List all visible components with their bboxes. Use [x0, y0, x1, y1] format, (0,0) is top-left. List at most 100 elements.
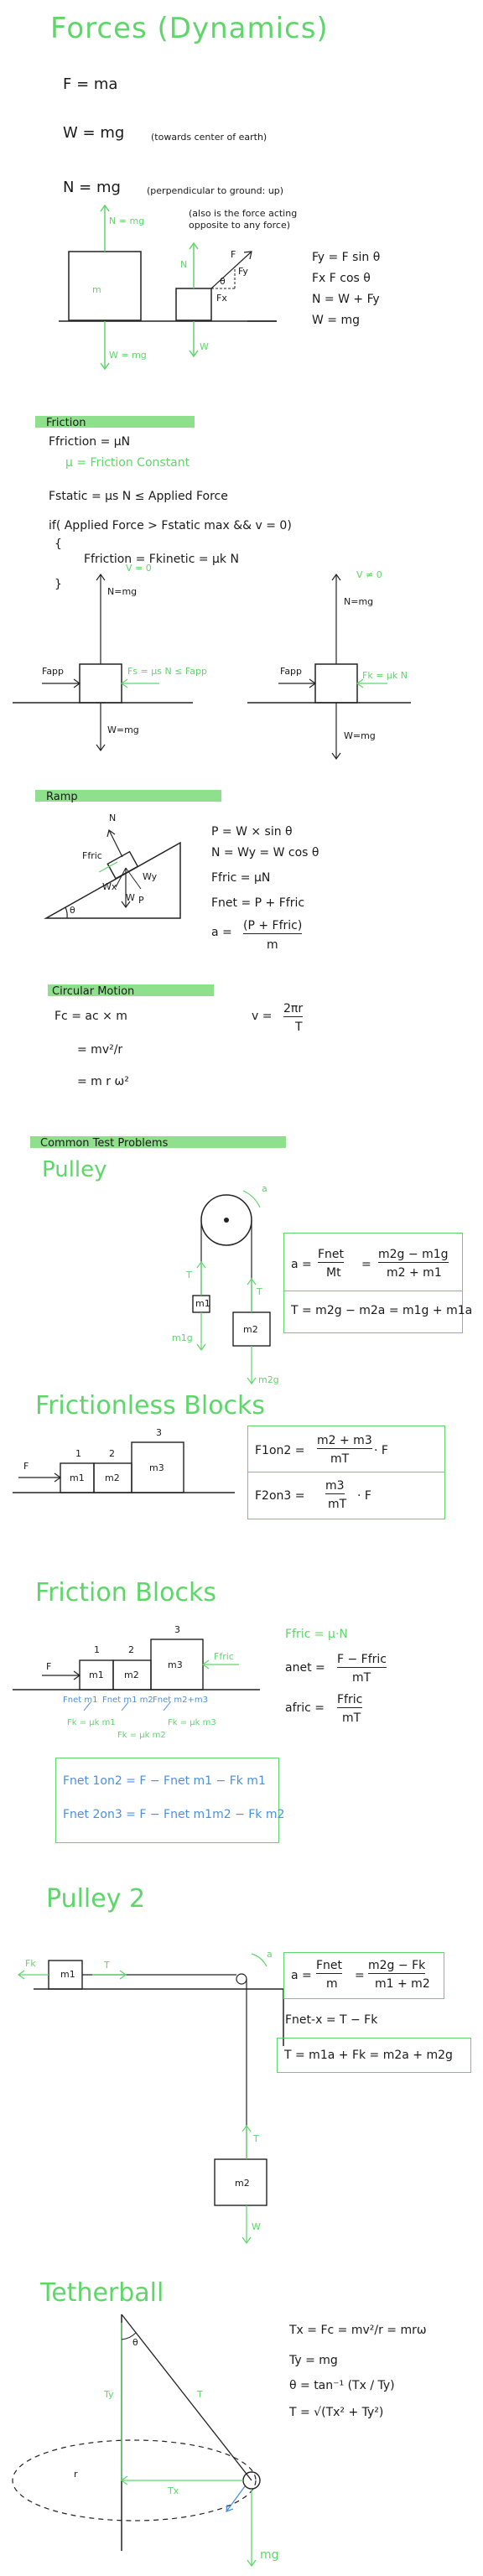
fl-eq1-lhs: F1on2 = — [255, 1444, 305, 1457]
fa-fs: Fs = μs N ≤ Fapp — [127, 666, 207, 677]
fb2-eqC-den: mT — [342, 1711, 361, 1725]
friction-line-3: Fstatic = μs N ≤ Applied Force — [49, 490, 228, 503]
p2-a: a — [267, 1949, 273, 1960]
ramp-n: N — [109, 813, 117, 823]
n-equation: N = mg — [63, 179, 121, 196]
ramp-wy: Wy — [143, 871, 158, 882]
fb2-ffric: Ffric — [214, 1651, 234, 1662]
friction-header: Friction — [46, 417, 86, 429]
fb2-eqB-den: mT — [352, 1671, 371, 1685]
pulley-diagram — [192, 1190, 271, 1385]
fb2-eqC-lhs: afric = — [285, 1701, 325, 1715]
ramp-p: P — [138, 895, 144, 906]
tb-theta: θ — [132, 2337, 138, 2348]
circular-line-2: = mv²/r — [77, 1043, 123, 1057]
p2-w: W — [252, 2221, 261, 2232]
p2-fk: Fk — [25, 1958, 36, 1969]
friction-static-diagram — [13, 573, 193, 752]
p2-eq1-equals: = — [355, 1969, 365, 1982]
ramp-w: W — [126, 892, 135, 903]
p2-t2: T — [253, 2133, 259, 2144]
fb2-n1: 1 — [94, 1644, 100, 1655]
fl-m2: m2 — [105, 1472, 120, 1483]
pulley-m2: m2 — [243, 1324, 258, 1335]
frictionless-formula-box: F1on2 = m2 + m3 mT · F F2on3 = m3 mT · F — [247, 1426, 445, 1519]
circular-v-num: 2πr — [283, 1002, 304, 1017]
circular-highlight — [48, 984, 214, 996]
fb2-k2: Fk = μk m2 — [117, 1731, 166, 1740]
tb-eq1: Tx = Fc = mv²/r = mrω — [289, 2324, 427, 2337]
common-header: Common Test Problems — [40, 1137, 169, 1150]
circular-line-1: Fc = ac × m — [55, 1010, 127, 1023]
ramp-eq-2: Ffric = μN — [211, 871, 271, 885]
fl-eq1-tail: · F — [374, 1444, 388, 1457]
f-equation: F = ma — [63, 75, 118, 93]
pulley-accel: a — [262, 1183, 267, 1194]
pulley-eq1-lhs: a = — [291, 1258, 312, 1271]
fb2-fnet1: Fnet m1 — [63, 1696, 98, 1705]
friction-blocks-formula-box: Fnet 1on2 = F − Fnet m1 − Fk m1 Fnet 2on… — [55, 1758, 284, 1843]
friction-kinetic-diagram — [247, 573, 411, 761]
frictionless-title: Frictionless Blocks — [35, 1391, 266, 1420]
d1-weight-label: W = mg — [109, 350, 147, 361]
d2-force-label: F — [231, 249, 236, 260]
page-title: Forces (Dynamics) — [50, 12, 329, 45]
pulley2-diagram — [17, 1953, 284, 2245]
tetherball-title: Tetherball — [40, 2278, 164, 2308]
intro-eq-0: Fy = F sin θ — [312, 251, 381, 264]
fa-fapp: Fapp — [42, 666, 65, 677]
pulley-t2: T — [257, 1286, 262, 1297]
fl-eq1-den: mT — [330, 1452, 350, 1466]
intro-eq-2: N = W + Fy — [312, 293, 380, 306]
tb-eq3: θ = tan⁻¹ (Tx / Ty) — [289, 2379, 395, 2392]
tb-r: r — [74, 2469, 78, 2480]
fl-eq2-lhs: F2on3 = — [255, 1489, 305, 1503]
ramp-a-den: m — [267, 938, 278, 952]
fb2-eqB-lhs: anet = — [285, 1661, 325, 1675]
ramp-a-num: (P + Ffric) — [243, 919, 303, 934]
fl-eq2-tail: · F — [357, 1489, 371, 1503]
d2-fx-label: Fx — [216, 293, 227, 304]
friction-blocks-diagram — [13, 1639, 260, 1711]
fb2-eqA: Ffric = μ·N — [285, 1628, 348, 1641]
tb-ty: Ty — [104, 2389, 114, 2400]
fl-n3: 3 — [156, 1427, 162, 1438]
ramp-eq-0: P = W × sin θ — [211, 825, 293, 839]
ramp-eq-1: N = Wy = W cos θ — [211, 846, 319, 860]
fa-normal: N=mg — [107, 586, 138, 597]
tb-eq2: Ty = mg — [289, 2354, 338, 2367]
pulley-eq1-equals: = — [361, 1258, 371, 1271]
fl-eq2-den: mT — [328, 1498, 347, 1511]
ramp-highlight — [35, 790, 221, 802]
d2-theta-label: θ — [220, 276, 226, 287]
pulley-eq1-den2: m2 + m1 — [387, 1266, 442, 1280]
p2-eq3: T = m1a + Fk = m2a + m2g — [284, 2049, 453, 2062]
tb-tx: Tx — [168, 2485, 179, 2496]
fb-velocity: V ≠ 0 — [356, 569, 382, 580]
ramp-wx: Wx — [102, 881, 117, 892]
p2-eq1-den: m — [326, 1977, 338, 1991]
pulley-t1: T — [186, 1270, 192, 1280]
n-note: (perpendicular to ground: up) — [147, 185, 284, 196]
p2-eq2: Fnet-x = T − Fk — [285, 2013, 378, 2027]
p2-m1: m1 — [60, 1969, 75, 1980]
d2-normal-label: N — [180, 259, 188, 270]
common-highlight — [30, 1136, 286, 1148]
fl-eq2-num: m3 — [325, 1479, 345, 1494]
pulley2-formula-box-2: T = m1a + Fk = m2a + m2g — [277, 2038, 471, 2073]
fb2-box-2: Fnet 2on3 = F − Fnet m1m2 − Fk m2 — [63, 1808, 285, 1821]
d1-normal-label: N = mg — [109, 216, 145, 226]
pulley-m1: m1 — [195, 1298, 210, 1309]
intro-block-diagram — [59, 204, 277, 371]
fb2-k3: Fk = μk m3 — [168, 1718, 216, 1727]
friction-line-5: { — [55, 538, 62, 551]
fb-fk: Fk = μk N — [362, 670, 408, 681]
friction-line-1: Ffriction = μN — [49, 435, 131, 449]
fb2-m2: m2 — [124, 1670, 139, 1680]
friction-highlight — [35, 416, 195, 428]
fa-weight: W=mg — [107, 724, 139, 735]
ramp-a-lhs: a = — [211, 926, 232, 939]
fb-normal: N=mg — [344, 596, 374, 607]
intro-eq-3: W = mg — [312, 314, 360, 327]
